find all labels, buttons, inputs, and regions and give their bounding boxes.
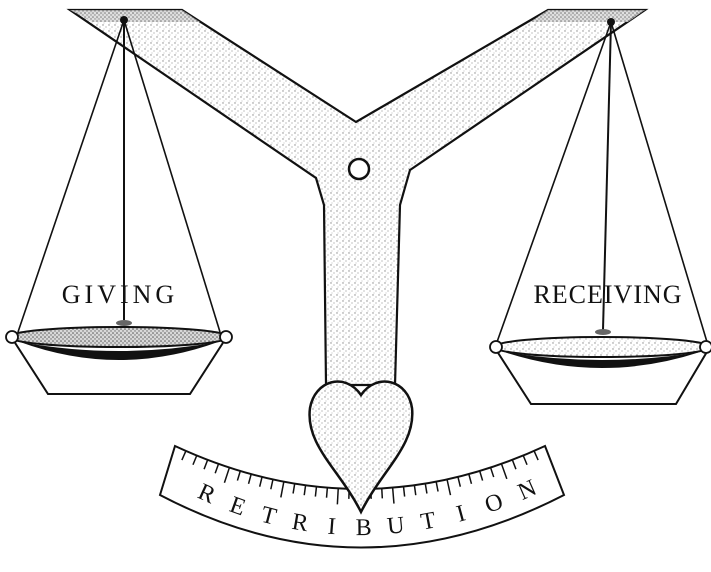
receiving-label: RECEIVING xyxy=(533,280,682,309)
dial-tick xyxy=(327,488,328,498)
dial-tick xyxy=(382,488,383,498)
dial-letter: U xyxy=(386,512,406,540)
dial-tick xyxy=(337,488,338,504)
dial-letter: B xyxy=(356,515,372,541)
pivot-circle-icon xyxy=(349,159,369,179)
giving-label: GIVING xyxy=(62,280,178,309)
